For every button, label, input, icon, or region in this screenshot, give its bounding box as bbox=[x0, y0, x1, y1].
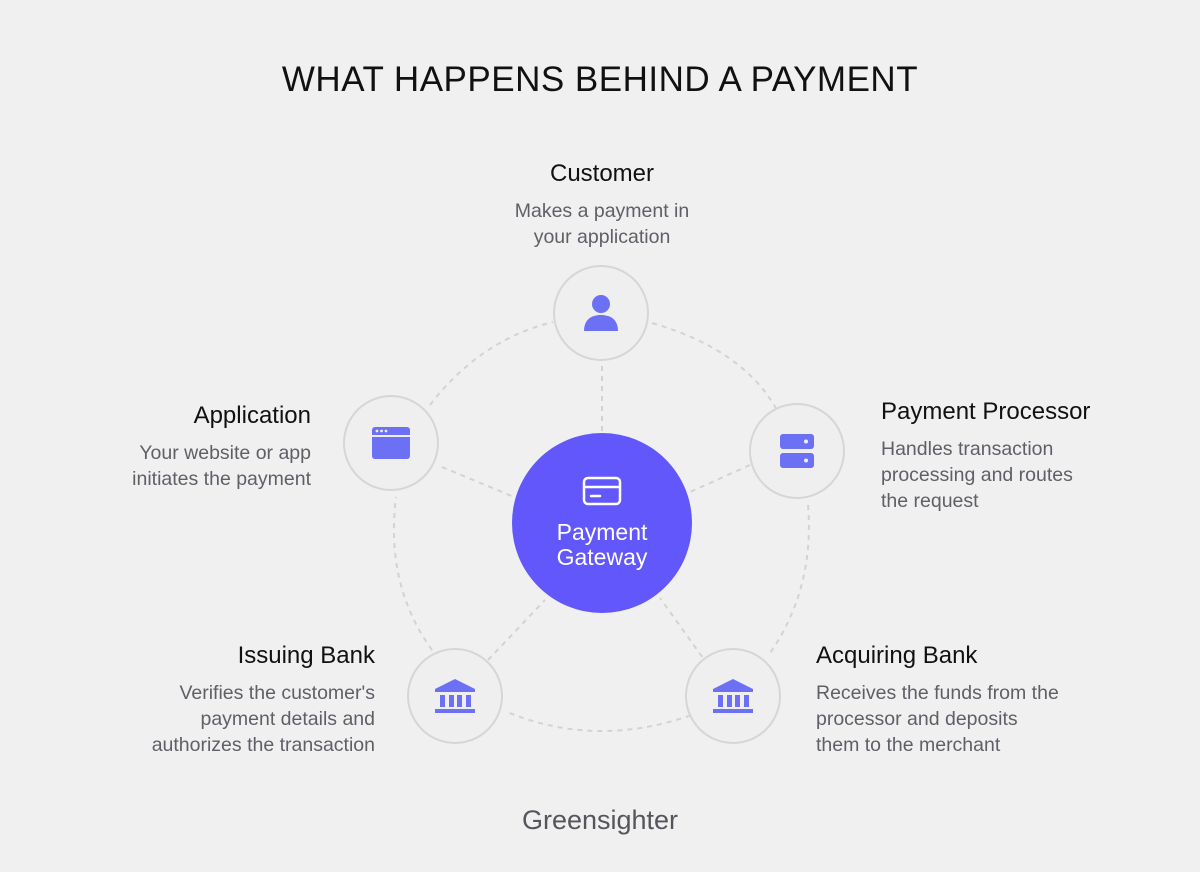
credit-card-icon bbox=[582, 476, 622, 506]
ring-acquiring-issuing bbox=[506, 711, 701, 732]
ring-processor-acquiring bbox=[767, 504, 810, 657]
issuing-bank-label: Issuing Bank Verifies the customer's pay… bbox=[45, 642, 375, 758]
payment-gateway-node: Payment Gateway bbox=[512, 433, 692, 613]
payment-processor-heading: Payment Processor bbox=[881, 398, 1091, 425]
spoke-issuing bbox=[487, 599, 546, 661]
spoke-application bbox=[441, 466, 515, 498]
acquiring-bank-description: Receives the funds from the processor an… bbox=[816, 682, 1059, 756]
issuing-bank-heading: Issuing Bank bbox=[237, 642, 375, 669]
browser-window-icon bbox=[372, 427, 410, 459]
customer-description: Makes a payment in your application bbox=[514, 200, 690, 248]
issuing-bank-node bbox=[407, 648, 503, 744]
ring-issuing-application bbox=[392, 496, 433, 651]
user-icon bbox=[584, 295, 618, 331]
ring-customer-processor bbox=[651, 322, 779, 413]
customer-node bbox=[553, 265, 649, 361]
application-node bbox=[343, 395, 439, 491]
payment-processor-label: Payment Processor Handles transaction pr… bbox=[881, 398, 1191, 514]
brand-logo-text: Greensighter bbox=[521, 805, 679, 835]
bank-icon bbox=[713, 679, 753, 713]
application-heading: Application bbox=[193, 402, 311, 429]
spoke-processor bbox=[689, 464, 751, 493]
payment-gateway-label: Payment Gateway bbox=[556, 519, 648, 570]
acquiring-bank-heading: Acquiring Bank bbox=[816, 642, 978, 669]
page-title: WHAT HAPPENS BEHIND A PAYMENT bbox=[281, 60, 919, 99]
payment-processor-node bbox=[749, 403, 845, 499]
ring-application-customer bbox=[429, 321, 554, 406]
customer-heading: Customer bbox=[549, 160, 655, 187]
customer-label: Customer Makes a payment in your applica… bbox=[450, 160, 754, 250]
acquiring-bank-label: Acquiring Bank Receives the funds from t… bbox=[816, 642, 1156, 758]
server-icon bbox=[780, 434, 814, 468]
application-description: Your website or app initiates the paymen… bbox=[132, 442, 311, 490]
spoke-acquiring bbox=[659, 597, 709, 666]
bank-icon bbox=[435, 679, 475, 713]
payment-processor-description: Handles transaction processing and route… bbox=[881, 438, 1073, 512]
acquiring-bank-node bbox=[685, 648, 781, 744]
application-label: Application Your website or app initiate… bbox=[40, 402, 311, 492]
issuing-bank-description: Verifies the customer's payment details … bbox=[151, 682, 375, 756]
